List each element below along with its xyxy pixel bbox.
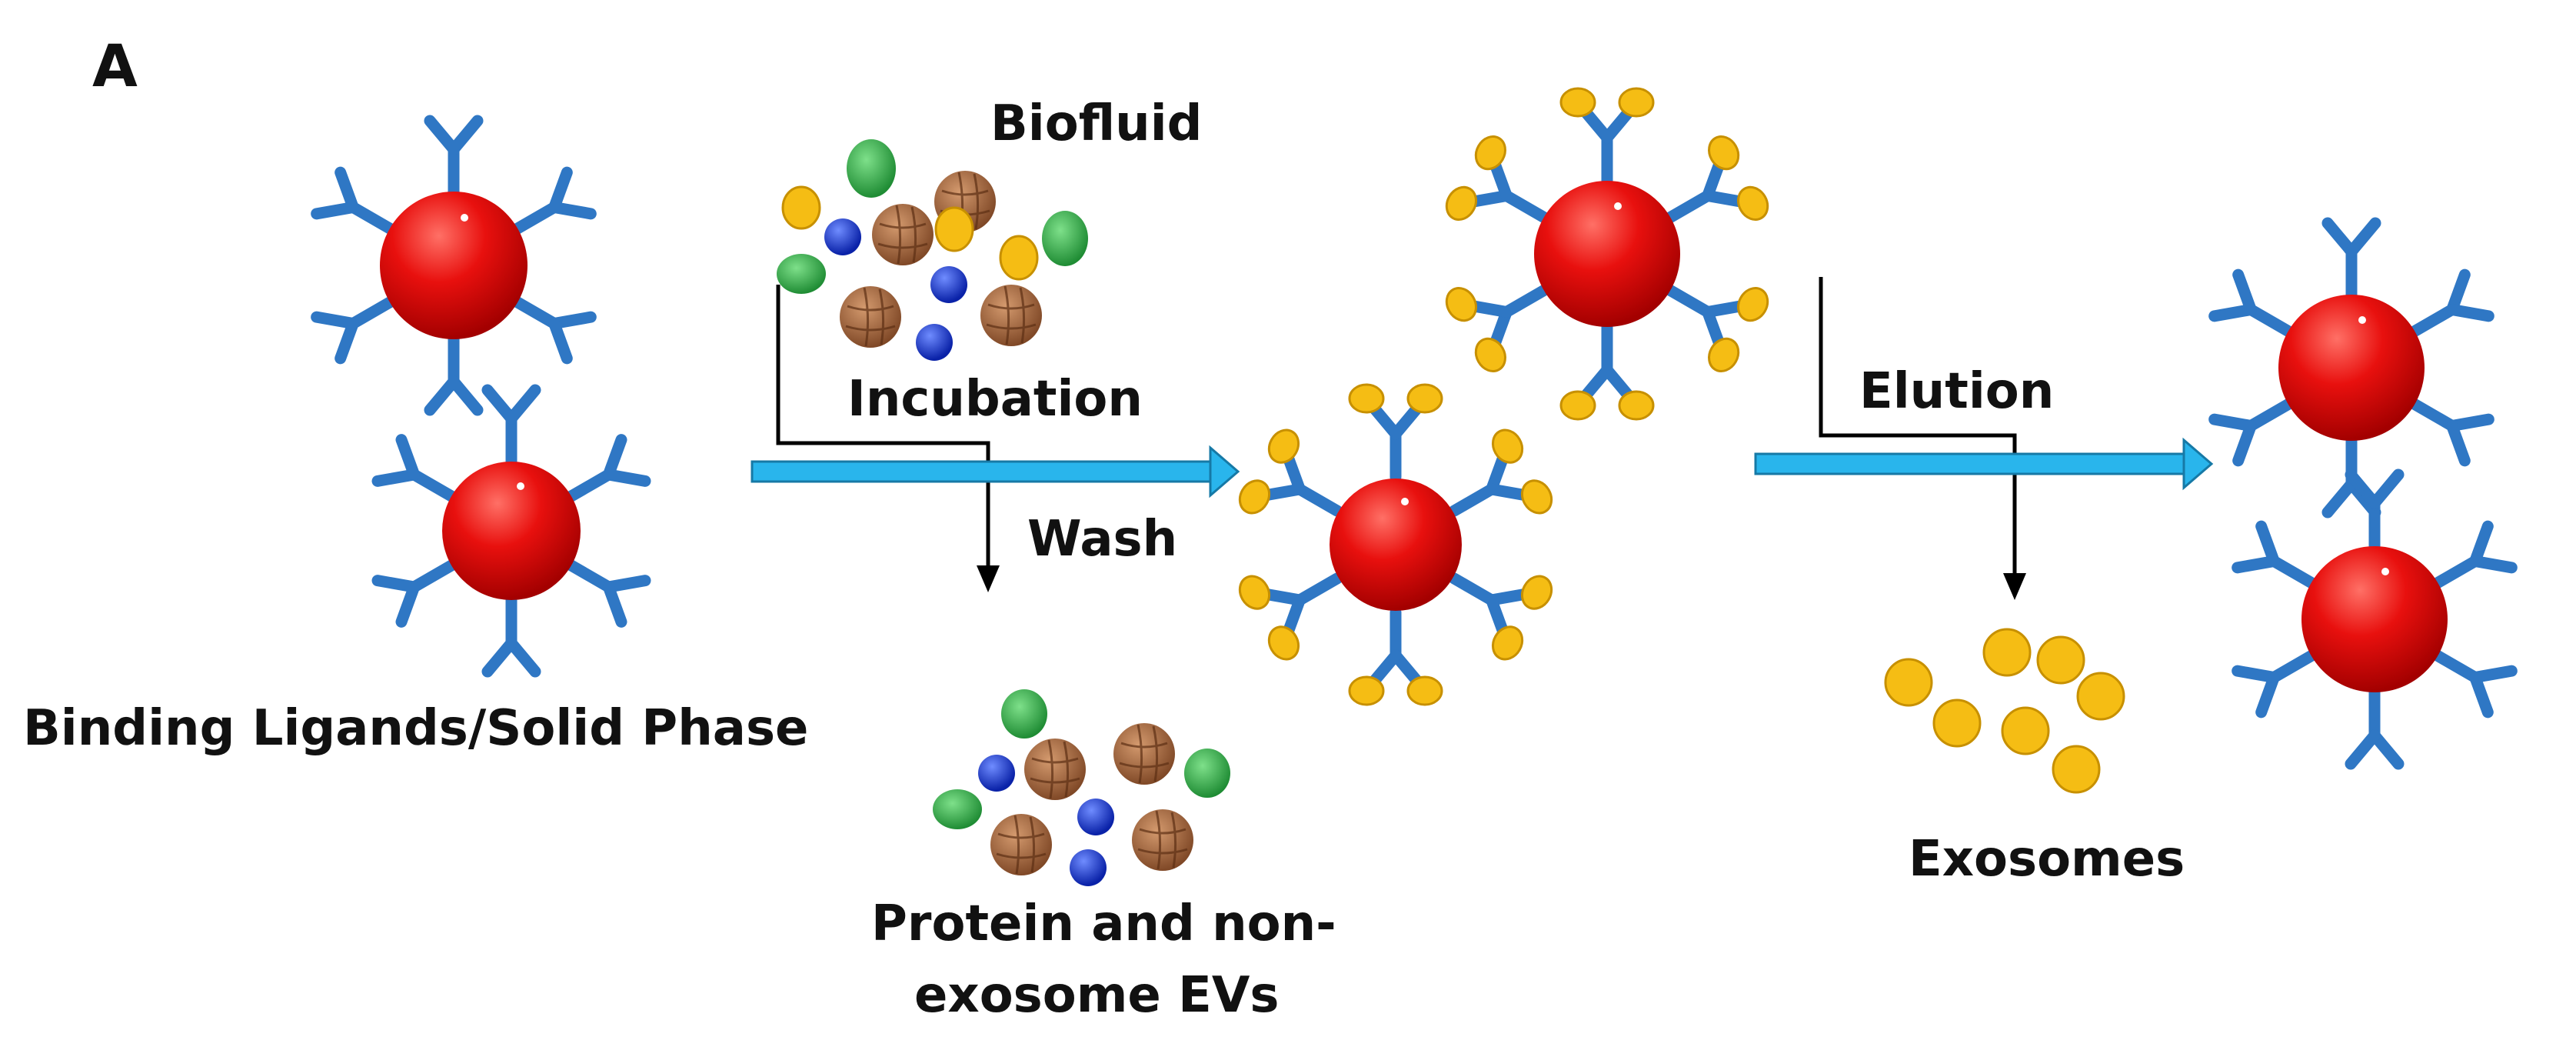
- incubation-label: Incubation: [847, 371, 1143, 428]
- exosomes-label: Exosomes: [1909, 831, 2185, 888]
- bead-with-exosomes-bottom: [1234, 385, 1557, 705]
- protein-label-line1: Protein and non-: [871, 895, 1336, 952]
- protein-label-line2: exosome EVs: [914, 967, 1279, 1024]
- biofluid-label: Biofluid: [990, 95, 1202, 152]
- protein-ev-cluster: [933, 689, 1230, 886]
- elution-label: Elution: [1859, 363, 2054, 420]
- process-arrow-incubation: [751, 445, 1240, 498]
- biofluid-cluster: [777, 139, 1088, 361]
- wash-label: Wash: [1027, 511, 1177, 568]
- elution-branch-arrow: [1819, 277, 2026, 600]
- bead-with-exosomes-top: [1441, 88, 1773, 419]
- wash-branch-arrow: [776, 285, 1000, 592]
- regenerated-bead-bottom: [2238, 475, 2512, 764]
- exosome-cluster: [1884, 628, 2125, 794]
- regenerated-bead-top: [2215, 223, 2489, 512]
- process-arrow-elution: [1754, 437, 2214, 491]
- bead-with-antibodies-bottom: [378, 390, 645, 672]
- panel-label: A: [92, 32, 138, 100]
- bead-with-antibodies-top: [317, 121, 591, 410]
- binding-ligands-label: Binding Ligands/Solid Phase: [23, 700, 808, 757]
